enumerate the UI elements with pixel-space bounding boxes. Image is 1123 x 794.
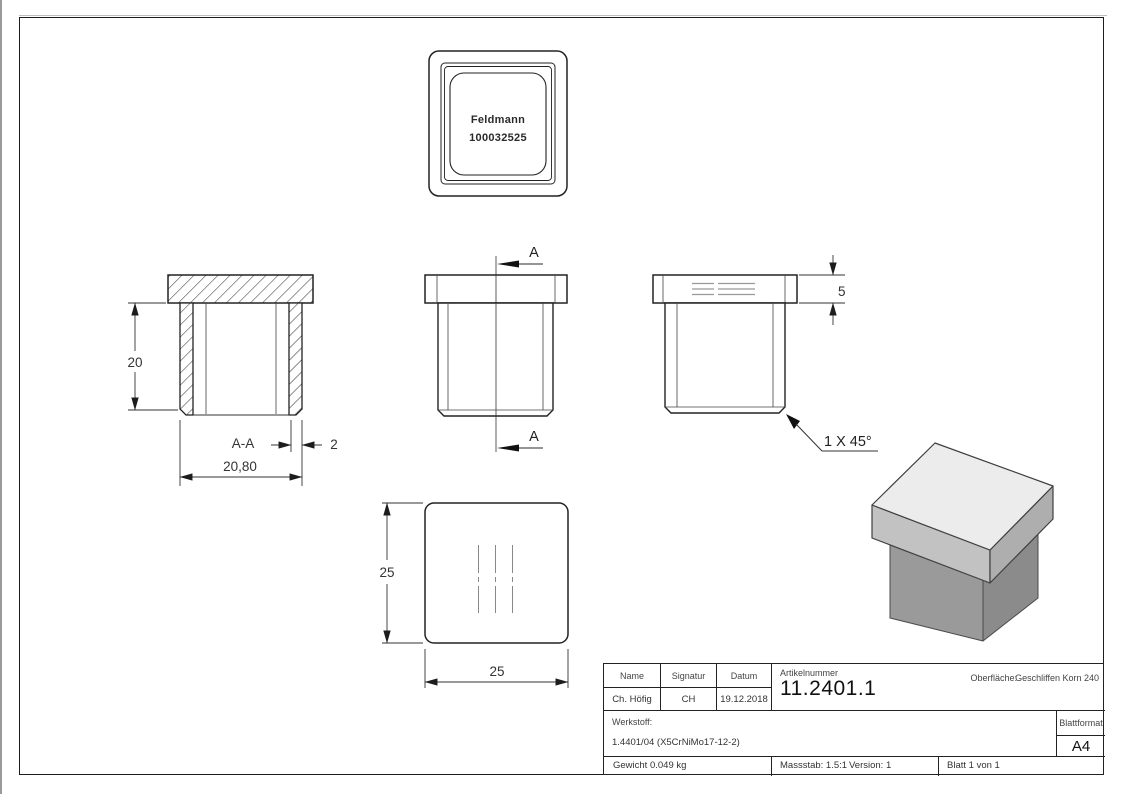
name-value: Ch. Höfig: [604, 688, 660, 711]
signature-header: Signatur: [660, 664, 716, 688]
chamfer-note-text: 1 X 45°: [824, 434, 872, 450]
scale-value: Massstab: 1.5:1: [780, 760, 848, 771]
surface-value: Geschliffen Korn 240: [1015, 673, 1099, 683]
sheet-format-label: Blattformat: [1056, 711, 1105, 736]
name-header: Name: [604, 664, 660, 688]
version-value: Version: 1: [849, 760, 892, 771]
material-cell: Werkstoff: 1.4401/04 (X5CrNiMo17-12-2): [604, 711, 1056, 757]
iso-view: [871, 442, 1054, 642]
material-value: 1.4401/04 (X5CrNiMo17-12-2): [612, 737, 740, 748]
article-code-text: 100032525: [469, 132, 527, 144]
drawing-frame: [19, 17, 1104, 775]
article-number-value: 11.2401.1: [780, 677, 877, 700]
page-edge: [0, 0, 2, 794]
laser-mark-lines: [692, 282, 755, 296]
side-view: 5 1 X 45°: [652, 255, 878, 452]
sheet-format-value: A4: [1056, 736, 1105, 757]
dim-wall-text: 2: [330, 437, 338, 452]
dim-height-text: 20: [127, 355, 142, 370]
article-number-label: Artikelnummer: [780, 668, 839, 678]
dim-width-text: 20,80: [223, 459, 257, 474]
dim-bottom-height-text: 25: [379, 565, 394, 580]
signature-value: CH: [660, 688, 716, 711]
cut-label-top: A: [529, 245, 539, 261]
surface-label: Oberfläche:: [970, 673, 1017, 683]
section-view: 20 A-A 2 20,80: [127, 274, 338, 486]
weight-value: Gewicht 0.049 kg: [613, 760, 687, 771]
brand-text: Feldmann: [471, 114, 525, 126]
frame-shadow: [19, 15, 1107, 16]
article-surface-cell: Artikelnummer 11.2401.1 Oberfläche: Gesc…: [771, 664, 1105, 711]
dim-bottom-width-text: 25: [489, 664, 504, 679]
sheet-value: Blatt 1 von 1: [938, 757, 1105, 776]
title-block: Name Signatur Datum Artikelnummer 11.240…: [603, 663, 1105, 776]
section-label: A-A: [232, 436, 255, 451]
bottom-view: 25 25: [379, 502, 569, 688]
center-mark-lines: [478, 545, 513, 613]
dim-flange-text: 5: [838, 284, 846, 299]
date-header: Datum: [716, 664, 771, 688]
top-view: Feldmann 100032525: [428, 50, 568, 197]
cut-label-bottom: A: [529, 429, 539, 445]
date-value: 19.12.2018: [716, 688, 771, 711]
scale-cell: Massstab: 1.5:1 Version: 1: [771, 757, 938, 776]
material-label: Werkstoff:: [612, 717, 653, 727]
front-view: A A: [424, 245, 568, 452]
